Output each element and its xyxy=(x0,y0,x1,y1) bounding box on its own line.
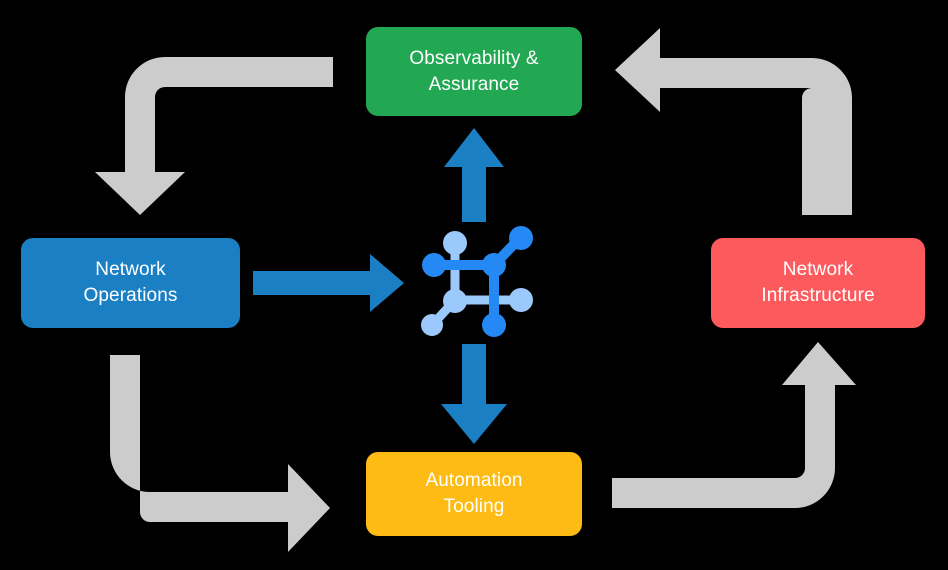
node-label-network-infrastructure: Network Infrastructure xyxy=(761,259,875,306)
node-box-observability[interactable]: Observability & Assurance xyxy=(366,27,582,116)
node-label-automation-tooling: Automation Tooling xyxy=(425,470,523,517)
gray-arrow-automation-to-netinfra xyxy=(612,342,856,508)
node-box-automation-tooling[interactable]: Automation Tooling xyxy=(366,452,582,536)
node-label-network-operations: Network Operations xyxy=(83,259,178,306)
node-box-network-infrastructure[interactable]: Network Infrastructure xyxy=(711,238,925,328)
icon-node-light-right xyxy=(509,288,533,312)
node-label-observability: Observability & Assurance xyxy=(409,47,539,95)
icon-node-dark-bottom xyxy=(482,313,506,337)
icon-node-dark-center xyxy=(482,253,506,277)
blue-arrow-center-to-automation xyxy=(441,344,507,444)
gray-arrow-netinfra-to-observability xyxy=(615,28,852,215)
icon-node-light-top xyxy=(443,231,467,255)
icon-node-light-center xyxy=(443,289,467,313)
gray-arrow-observability-to-netops xyxy=(95,57,333,215)
network-topology-icon-graphic xyxy=(421,226,533,337)
blue-arrow-center-to-observability xyxy=(444,128,504,222)
node-box-network-operations[interactable]: Network Operations xyxy=(21,238,240,328)
icon-node-light-bottomleft xyxy=(421,314,443,336)
icon-node-dark-topright xyxy=(509,226,533,250)
gray-arrow-netops-to-automation xyxy=(110,355,330,552)
icon-node-dark-left xyxy=(422,253,446,277)
blue-arrow-netops-to-center xyxy=(253,254,404,312)
